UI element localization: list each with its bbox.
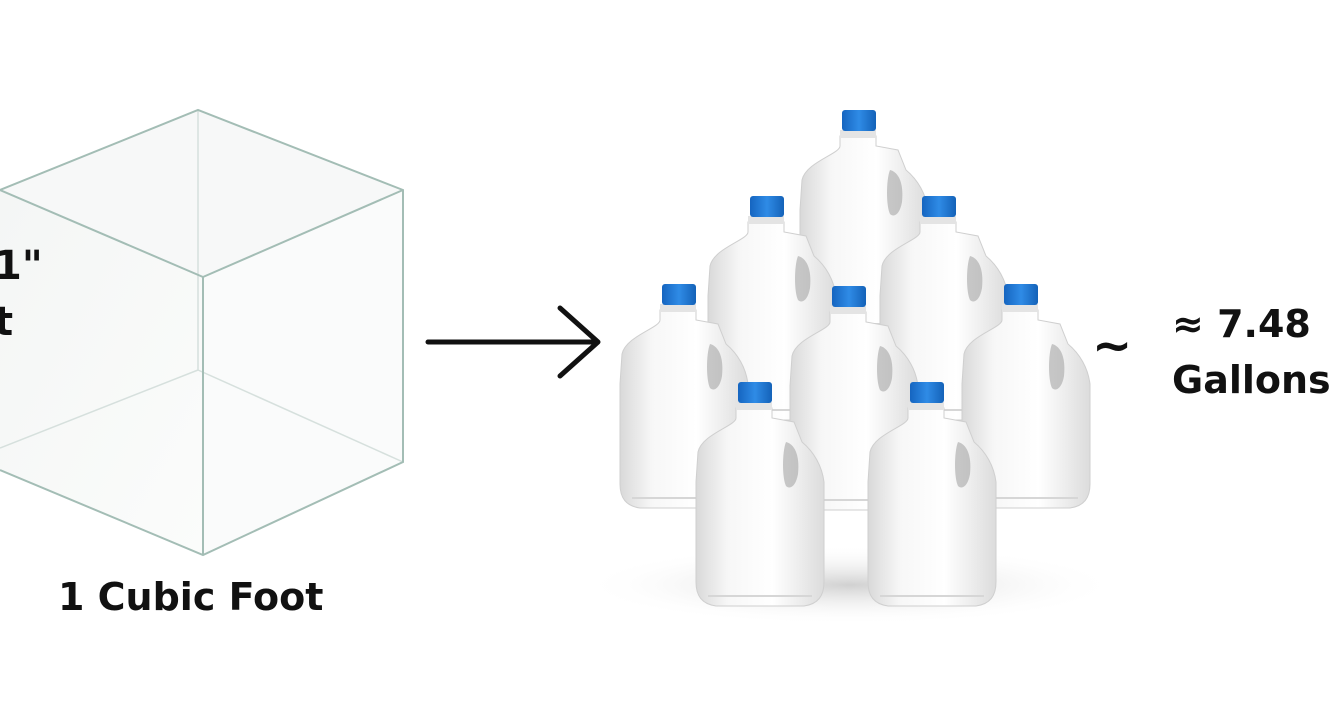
arrow-icon [425, 305, 601, 379]
cube-hidden-edges [0, 110, 404, 463]
gallons-value: ≈ 7.48 [1172, 302, 1311, 346]
milk-jug [695, 382, 825, 607]
approx-symbol: ~ [1092, 318, 1133, 374]
cube-front-face [0, 190, 203, 555]
milk-jug-pyramid [580, 110, 1120, 625]
gallons-unit: Gallons [1172, 358, 1331, 402]
cube-side-label: 1" t [0, 238, 43, 350]
milk-jug [867, 382, 997, 607]
jug-cap [910, 382, 944, 403]
cube-caption: 1 Cubic Foot [58, 575, 324, 619]
jug-cap [842, 110, 876, 131]
jug-cap [738, 382, 772, 403]
conversion-diagram: 1" t 1 Cubic Foot ~ ≈ 7.48 Gallons [0, 108, 1331, 625]
jug-cap [922, 196, 956, 217]
cube-side-label-line-2: t [0, 299, 14, 345]
milk-jug [961, 284, 1091, 509]
jug-cap [1004, 284, 1038, 305]
jug-cap [750, 196, 784, 217]
cube-illustration [0, 108, 404, 557]
cube-edges [0, 108, 404, 557]
jug-cap [662, 284, 696, 305]
cube-side-label-line-1: 1" [0, 243, 43, 289]
gallons-label: ≈ 7.48 Gallons [1172, 296, 1331, 408]
jug-cap [832, 286, 866, 307]
cube-right-face [203, 190, 403, 555]
